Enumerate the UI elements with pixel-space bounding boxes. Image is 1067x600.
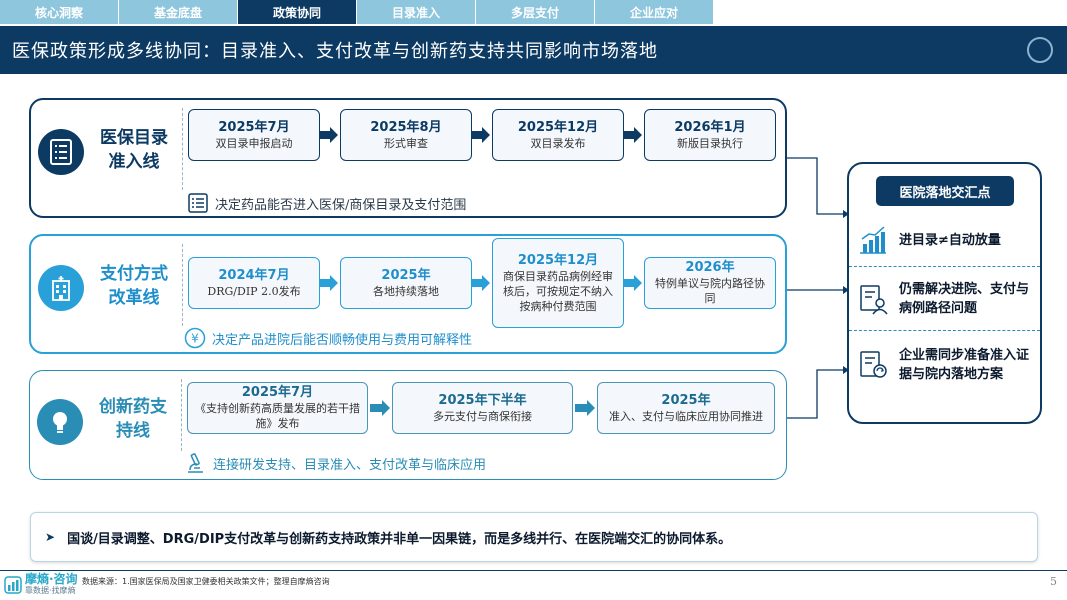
tab-multi-payment[interactable]: 多层支付: [476, 0, 594, 24]
lane-catalog-access: 医保目录准入线 2025年7月双目录申报启动 2025年8月形式审查 2025年…: [29, 98, 787, 218]
list-document-icon: [38, 129, 84, 175]
step-box: 2025年7月《支持创新药高质量发展的若干措施》发布: [187, 382, 368, 434]
step-box: 2026年1月新版目录执行: [644, 109, 776, 161]
page-number: 5: [1050, 575, 1057, 588]
lane-divider: [182, 108, 183, 190]
bar-chart-growth-icon: [860, 226, 886, 254]
checklist-icon: [187, 192, 209, 214]
lane-divider: [181, 379, 182, 451]
arrow-right-icon: [320, 275, 338, 291]
lightbulb-icon: [37, 399, 83, 445]
divider: [849, 266, 1040, 267]
tab-fund-base[interactable]: 基金底盘: [119, 0, 237, 24]
svg-text:¥: ¥: [191, 332, 199, 346]
hub-item: 进目录≠自动放量: [857, 224, 1035, 256]
arrow-right-icon: [575, 400, 595, 416]
arrow-right-icon: [472, 275, 490, 291]
connector-lines: [787, 157, 849, 419]
hub-item: 仍需解决进院、支付与病例路径问题: [857, 280, 1035, 318]
lane-note: 决定药品能否进入医保/商保目录及支付范围: [187, 192, 466, 214]
step-box: 2025年12月商保目录药品病例经审核后，可按规定不纳入按病种付费范围: [492, 238, 624, 328]
step-box: 2025年准入、支付与临床应用协同推进: [597, 382, 775, 434]
section-tabs: 核心洞察 基金底盘 政策协同 目录准入 多层支付 企业应对: [0, 0, 714, 26]
brand-watermark-icon: [1027, 37, 1053, 63]
yuan-coin-icon: ¥: [184, 327, 206, 349]
lane-title: 创新药支持线: [99, 397, 167, 441]
arrow-bullet-icon: ➤: [45, 530, 56, 544]
brand-logo: 摩熵·咨询 靠数据·找摩熵: [4, 573, 78, 596]
tab-catalog-access[interactable]: 目录准入: [357, 0, 475, 24]
title-bar: 医保政策形成多线协同：目录准入、支付改革与创新药支持共同影响市场落地: [0, 26, 1067, 74]
brand-logo-icon: [4, 575, 22, 594]
arrow-right-icon: [320, 127, 338, 143]
step-box: 2026年特例单议与院内路径协同: [644, 257, 776, 309]
tab-policy-synergy[interactable]: 政策协同: [238, 0, 356, 24]
summary-text: 国谈/目录调整、DRG/DIP支付改革与创新药支持政策并非单一因果链，而是多线并…: [67, 531, 732, 547]
arrow-right-icon: [370, 400, 390, 416]
hospital-building-icon: [38, 265, 84, 311]
hub-item: 企业需同步准备准入证据与院内落地方案: [857, 346, 1035, 384]
hub-title: 医院落地交汇点: [876, 176, 1014, 206]
lane-divider: [182, 244, 183, 326]
arrow-right-icon: [472, 127, 490, 143]
microscope-icon: [185, 452, 207, 474]
step-box: 2025年7月双目录申报启动: [188, 109, 320, 161]
hospital-convergence-panel: 医院落地交汇点 进目录≠自动放量 仍需解决进院、支付与病例路径问题 企业需同步准…: [847, 162, 1042, 424]
footer-divider: [0, 570, 1067, 571]
step-box: 2025年12月双目录发布: [492, 109, 624, 161]
page-title: 医保政策形成多线协同：目录准入、支付改革与创新药支持共同影响市场落地: [12, 41, 658, 62]
arrow-right-icon: [624, 127, 642, 143]
lane-note: 连接研发支持、目录准入、支付改革与临床应用: [185, 452, 486, 474]
tab-enterprise-response[interactable]: 企业应对: [595, 0, 713, 24]
summary-callout: ➤ 国谈/目录调整、DRG/DIP支付改革与创新药支持政策并非单一因果链，而是多…: [30, 512, 1038, 562]
lane-title: 医保目录准入线: [100, 128, 168, 172]
document-person-icon: [860, 285, 888, 315]
data-source: 数据来源：1.国家医保局及国家卫健委相关政策文件；整理自摩熵咨询: [82, 577, 330, 586]
step-box: 2025年8月形式审查: [340, 109, 472, 161]
divider: [849, 330, 1040, 331]
step-box: 2025年下半年多元支付与商保衔接: [392, 382, 573, 434]
lane-note: ¥ 决定产品进院后能否顺畅使用与费用可解释性: [184, 327, 472, 349]
arrow-right-icon: [624, 275, 642, 291]
lane-innovative-drug: 创新药支持线 2025年7月《支持创新药高质量发展的若干措施》发布 2025年下…: [29, 370, 787, 480]
step-box: 2025年各地持续落地: [340, 257, 472, 309]
lane-title: 支付方式改革线: [100, 264, 168, 308]
document-refresh-icon: [860, 351, 887, 378]
tab-core-insight[interactable]: 核心洞察: [0, 0, 118, 24]
